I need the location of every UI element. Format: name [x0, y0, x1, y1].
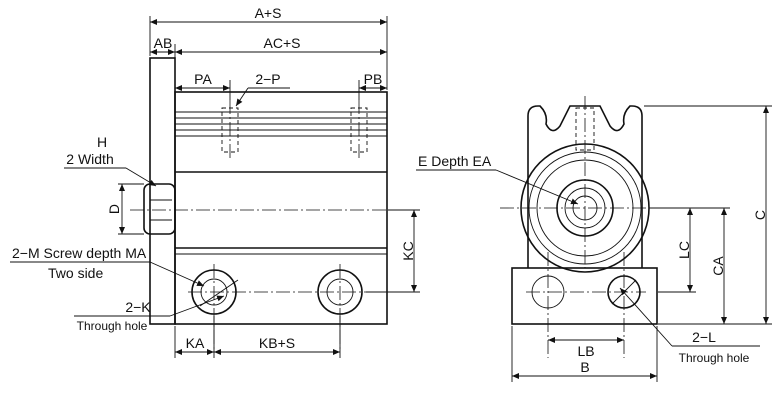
end-view: E Depth EA LC CA C LB B 2−L Through hole: [416, 96, 772, 382]
label-kc: KC: [400, 241, 416, 260]
leader-h: [125, 167, 157, 187]
label-2-width: 2 Width: [66, 151, 113, 167]
leader-e: [495, 169, 579, 205]
label-ca: CA: [710, 256, 726, 276]
label-b: B: [580, 359, 589, 375]
label-a-plus-s: A+S: [255, 5, 282, 21]
label-lb: LB: [577, 343, 594, 359]
leader-2m: [149, 261, 205, 287]
leader-2k: [169, 295, 225, 317]
base-outline: [511, 267, 658, 325]
cylinder-body-outline: [174, 91, 388, 325]
leader-2p: [235, 87, 249, 107]
label-through-hole-right: Through hole: [679, 351, 750, 365]
label-lc: LC: [676, 241, 692, 259]
label-kb-plus-s: KB+S: [259, 335, 295, 351]
label-2l: 2−L: [692, 329, 716, 345]
rod-end-plate: [149, 57, 176, 325]
label-e-depth: E Depth EA: [418, 153, 492, 169]
rod-end-hex: [143, 183, 176, 235]
hole-slash: [199, 279, 239, 307]
label-pb: PB: [364, 71, 383, 87]
label-ab: AB: [154, 35, 173, 51]
label-2m-screw: 2−M Screw depth MA: [12, 245, 147, 261]
label-ka: KA: [186, 335, 205, 351]
label-h: H: [97, 134, 107, 150]
leader-2l: [619, 287, 673, 347]
label-d: D: [106, 204, 122, 214]
label-ac-plus-s: AC+S: [264, 35, 301, 51]
label-two-side: Two side: [48, 265, 103, 281]
side-view: A+S AB AC+S PA 2−P PB H 2 Width D 2−M Sc…: [10, 5, 420, 358]
base-hidden-block: [511, 267, 658, 325]
label-pa: PA: [194, 71, 212, 87]
label-2k: 2−K: [125, 299, 151, 315]
label-c: C: [752, 210, 768, 220]
label-through-hole-left: Through hole: [77, 319, 148, 333]
label-2p: 2−P: [255, 71, 280, 87]
